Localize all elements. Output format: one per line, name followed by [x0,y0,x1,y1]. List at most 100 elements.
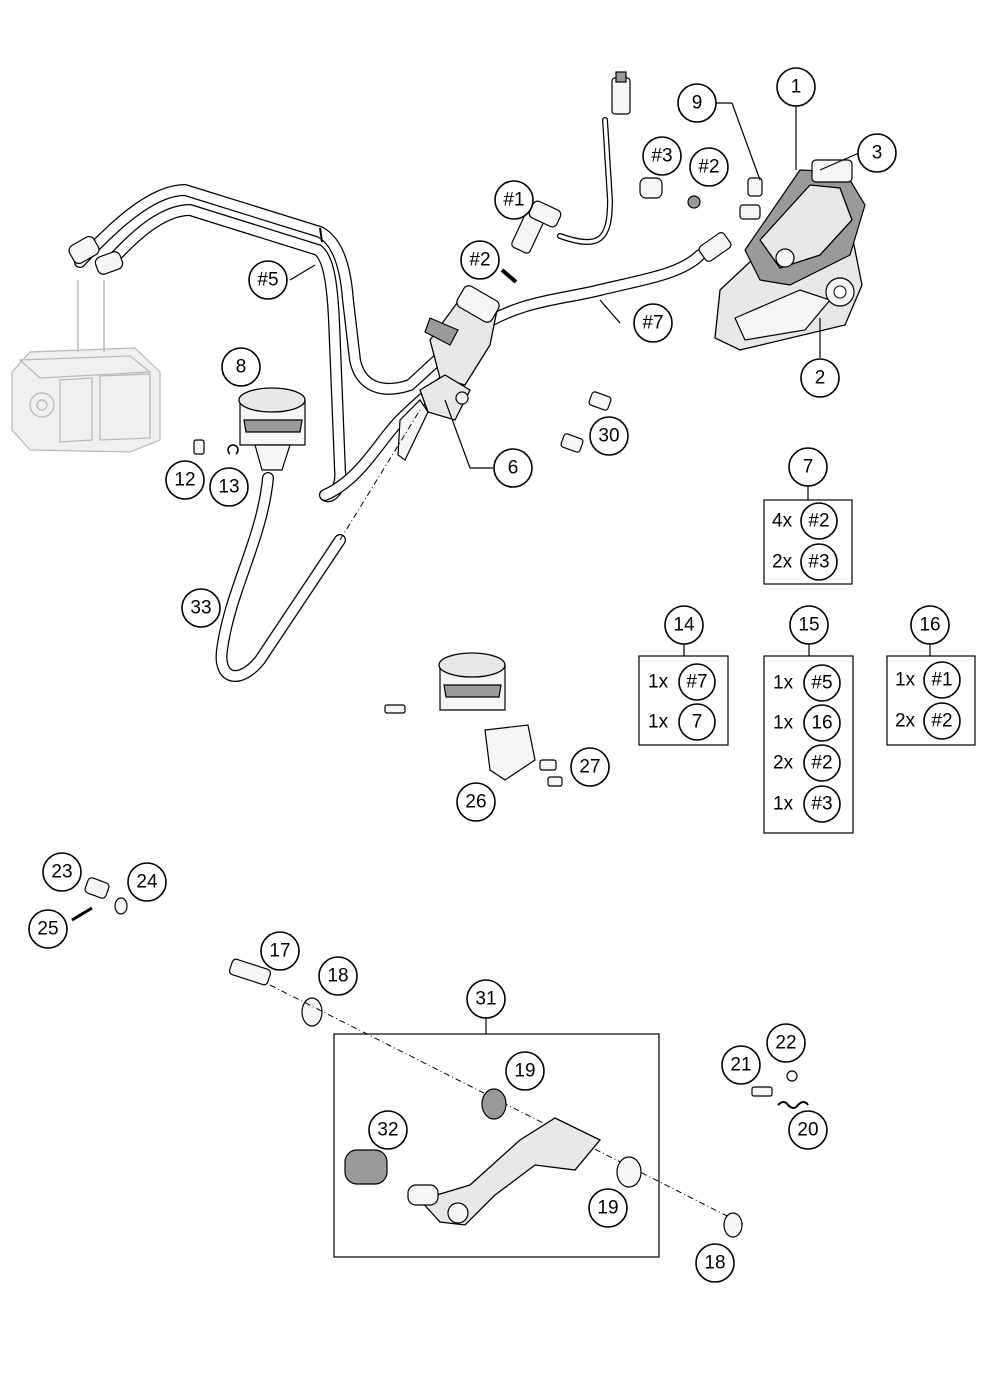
callout-9[interactable]: 9 [677,83,717,123]
svg-text:8: 8 [236,357,247,378]
callout-31[interactable]: 31 [466,979,506,1019]
kit-16-label[interactable]: 16 [910,605,950,645]
callout-32[interactable]: 32 [368,1110,408,1150]
callout-23[interactable]: 23 [42,852,82,892]
callout-13[interactable]: 13 [209,467,249,507]
svg-text:20: 20 [797,1120,818,1141]
kit-14-row-1-part[interactable]: #7 [678,663,716,701]
callout-3[interactable]: 3 [857,133,897,173]
svg-text:7: 7 [692,712,703,733]
kit-7-label[interactable]: 7 [788,447,828,487]
callout-19-bottom[interactable]: 19 [588,1188,628,1228]
svg-text:9: 9 [692,93,703,114]
leader-lines [289,102,860,1034]
callout-18-bottom[interactable]: 18 [695,1243,735,1283]
callout-21[interactable]: 21 [721,1045,761,1085]
callout-6[interactable]: 6 [493,448,533,488]
spring-20-21-22-drawing [751,1070,809,1109]
svg-text:16: 16 [811,713,832,734]
sensor-cable-drawing [557,71,631,245]
callout-18-top[interactable]: 18 [318,956,358,996]
svg-text:22: 22 [775,1033,796,1054]
bleeder-cap-drawing [639,177,763,209]
screw-12-drawing [193,439,205,455]
callout-30[interactable]: 30 [589,416,629,456]
kit-16-row-2-part[interactable]: #2 [923,702,961,740]
svg-text:23: 23 [51,862,72,883]
brake-pedal-drawing [344,1088,743,1238]
callout-17[interactable]: 17 [260,931,300,971]
svg-text:#7: #7 [686,672,707,693]
kit-16: 16 1x #1 2x #2 [886,605,976,746]
kit-15-row-2-part[interactable]: 16 [803,704,841,742]
svg-text:#3: #3 [808,552,829,573]
svg-text:#5: #5 [257,270,278,291]
bolts-30-drawing [560,391,612,453]
svg-text:#2: #2 [469,250,490,271]
kit-15-label[interactable]: 15 [789,605,829,645]
callout-hash7[interactable]: #7 [633,303,673,343]
reservoir-8-drawing [238,387,306,471]
callout-27[interactable]: 27 [570,747,610,787]
svg-text:27: 27 [579,757,600,778]
kit-15-row-2-qty: 1x [773,713,794,734]
callout-20[interactable]: 20 [788,1110,828,1150]
kit-14-row-2-qty: 1x [648,712,669,733]
svg-text:3: 3 [872,143,883,164]
svg-text:7: 7 [803,457,814,478]
kit-14-row-1-qty: 1x [648,672,669,693]
kit-7-row-1-part[interactable]: #2 [800,502,838,540]
kit-15-row-1-part[interactable]: #5 [803,664,841,702]
svg-text:6: 6 [508,458,519,479]
callout-8[interactable]: 8 [221,347,261,387]
svg-text:#3: #3 [651,146,672,167]
kit-16-row-1-part[interactable]: #1 [923,661,961,699]
callout-hash2-b[interactable]: #2 [460,240,500,280]
callout-2[interactable]: 2 [800,358,840,398]
svg-text:#1: #1 [931,670,952,691]
svg-text:#1: #1 [503,190,524,211]
svg-text:17: 17 [269,941,290,962]
clip-13-drawing [227,444,239,455]
callout-hash1[interactable]: #1 [494,180,534,220]
callout-24[interactable]: 24 [127,862,167,902]
svg-text:21: 21 [730,1055,751,1076]
svg-text:19: 19 [597,1198,618,1219]
svg-text:12: 12 [174,470,195,491]
svg-text:2: 2 [815,368,826,389]
kit-15-row-3-part[interactable]: #2 [803,744,841,782]
kit-15-row-4-part[interactable]: #3 [803,785,841,823]
pedal-axis-line [269,984,746,1226]
callout-hash2-a[interactable]: #2 [689,147,729,187]
callout-hash5[interactable]: #5 [248,260,288,300]
kit-7-row-1-qty: 4x [772,511,793,532]
callout-1[interactable]: 1 [776,67,816,107]
kit-16-row-2-qty: 2x [895,711,916,732]
kit-7: 7 4x #2 2x #3 [763,447,853,585]
svg-text:16: 16 [919,615,940,636]
callout-26[interactable]: 26 [456,782,496,822]
callout-19-top[interactable]: 19 [505,1051,545,1091]
kit-7-row-2-part[interactable]: #3 [800,543,838,581]
callout-12[interactable]: 12 [165,460,205,500]
kit-15: 15 1x #5 1x 16 2x #2 1x #3 [763,605,854,834]
pedal-assembly-frame [333,1033,660,1258]
svg-text:1: 1 [791,77,802,98]
callout-33[interactable]: 33 [181,588,221,628]
kit-14-row-2-part[interactable]: 7 [678,703,716,741]
svg-text:25: 25 [37,919,58,940]
svg-text:30: 30 [598,426,619,447]
reservoir-hose-33-drawing [215,472,346,682]
svg-text:#5: #5 [811,673,832,694]
svg-text:24: 24 [136,872,158,893]
callout-22[interactable]: 22 [766,1023,806,1063]
kit-15-row-3-qty: 2x [773,753,794,774]
svg-text:#2: #2 [808,511,829,532]
kit-16-row-1-qty: 1x [895,670,916,691]
callout-25[interactable]: 25 [28,909,68,949]
callout-hash3-a[interactable]: #3 [642,136,682,176]
kit-14-label[interactable]: 14 [664,605,704,645]
svg-text:18: 18 [704,1253,725,1274]
master-cylinder-drawing [397,285,500,461]
